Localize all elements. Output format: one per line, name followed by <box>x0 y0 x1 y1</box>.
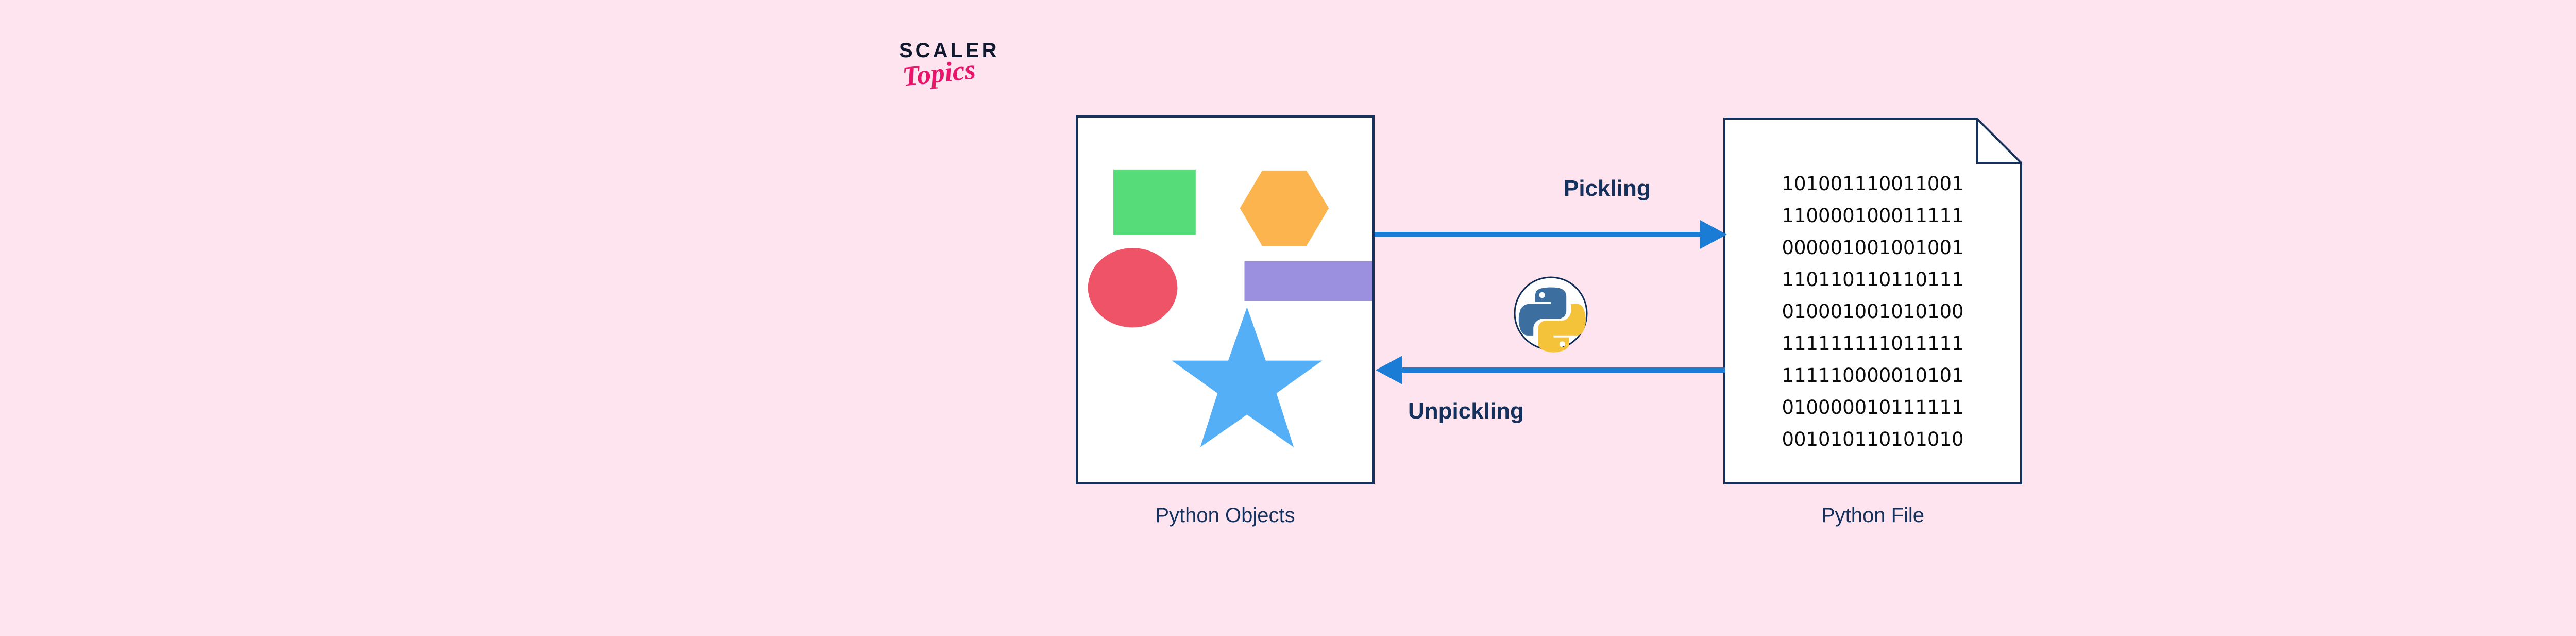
blue-star-shape <box>1172 307 1323 447</box>
unpickling-arrow-graphic <box>1376 356 1725 384</box>
purple-bar-shape <box>1244 261 1372 301</box>
orange-hexagon-shape <box>1240 170 1329 246</box>
python-logo-icon <box>1514 276 1588 353</box>
pickling-label: Pickling <box>1564 176 1651 201</box>
python-file-panel: 101001110011001 110000100011111 00000100… <box>1723 118 2022 484</box>
unpickling-label: Unpickling <box>1408 398 1524 424</box>
logo-wordmark-scaler: SCALER <box>899 39 999 62</box>
shapes-group <box>1088 169 1372 447</box>
python-logo-badge <box>1510 272 1592 355</box>
scaler-topics-logo: SCALER Topics <box>899 40 1069 118</box>
document-sheet-icon <box>1723 118 2022 484</box>
red-ellipse-shape <box>1088 248 1178 328</box>
python-objects-panel <box>1076 115 1375 484</box>
python-objects-caption: Python Objects <box>1155 504 1295 527</box>
green-rectangle-shape <box>1113 169 1196 235</box>
pickling-arrow-graphic <box>1375 220 1727 249</box>
python-file-caption: Python File <box>1821 504 1925 527</box>
